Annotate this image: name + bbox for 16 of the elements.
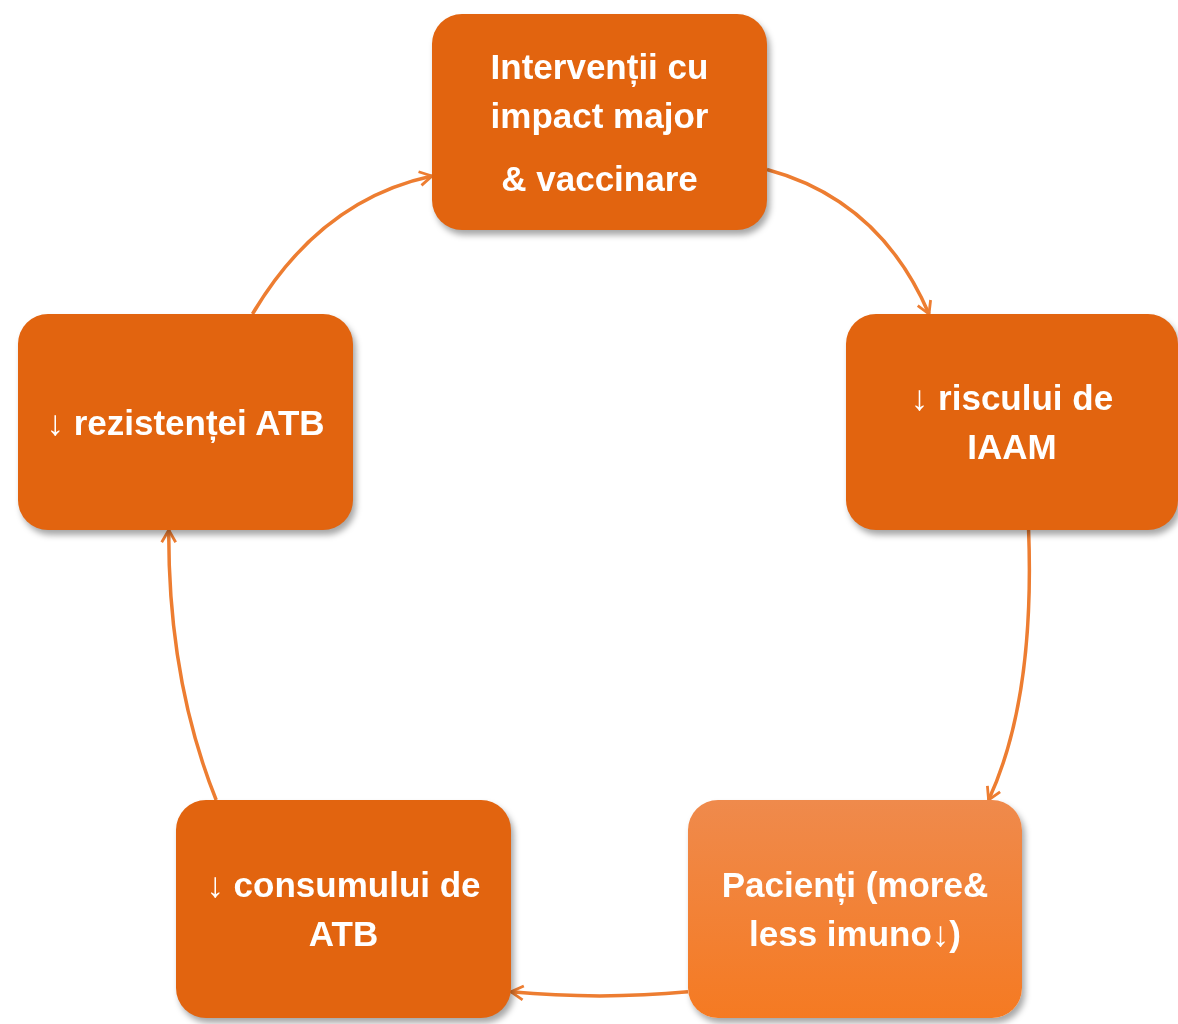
box-label: ↓ rezistenței ATB xyxy=(46,401,325,445)
process-box xyxy=(432,14,767,230)
curved-arrow xyxy=(985,529,1032,802)
box-label: Pacienți (more& less imuno↓) xyxy=(720,864,990,955)
curved-arrow xyxy=(509,984,689,1002)
process-box xyxy=(176,800,511,1018)
curved-arrow xyxy=(766,167,932,316)
box-label: ↓ consumului de ATB xyxy=(205,864,482,955)
box-label: ↓ riscului de IAAM xyxy=(909,377,1115,468)
box-label: Intervenții cu impact major xyxy=(489,45,710,137)
box-label: & vaccinare xyxy=(501,157,698,200)
process-box xyxy=(688,800,1022,1018)
curved-arrow xyxy=(160,528,218,801)
process-box xyxy=(846,314,1178,530)
process-box xyxy=(18,314,353,530)
curved-arrow xyxy=(251,170,434,315)
